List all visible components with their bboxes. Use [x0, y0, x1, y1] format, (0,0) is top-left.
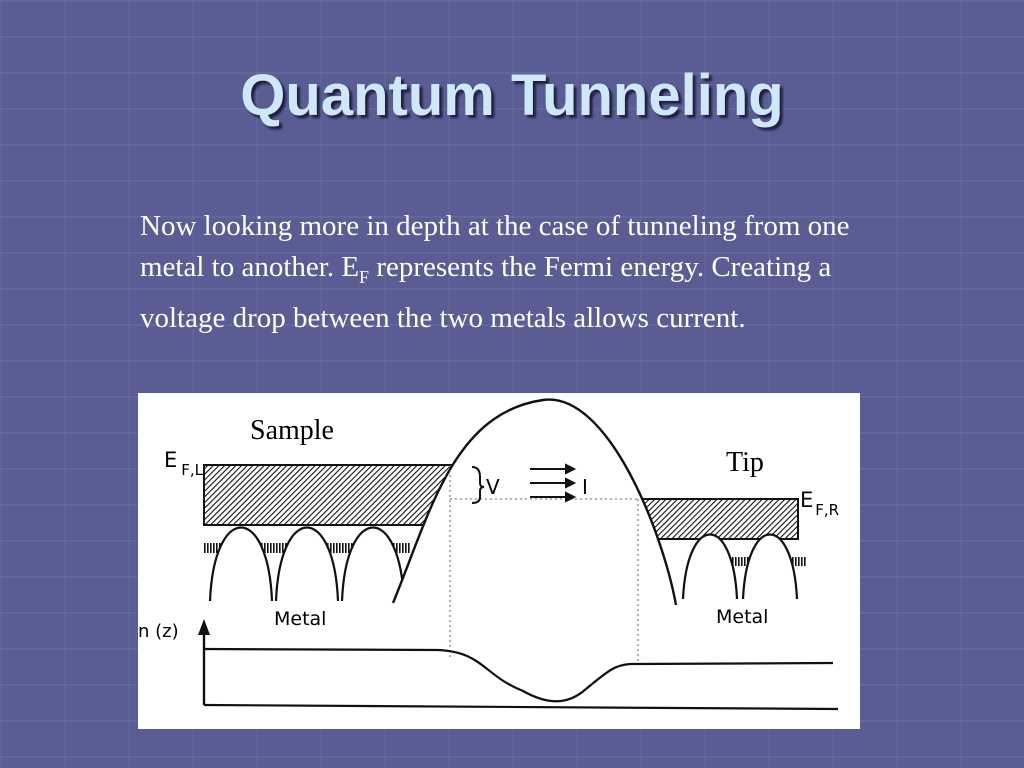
- voltage-brace: [471, 466, 485, 504]
- potential-well: [208, 526, 274, 602]
- metal-left-label: Metal: [274, 608, 326, 630]
- potential-well: [274, 526, 340, 602]
- tip-label: Tip: [726, 447, 764, 478]
- density-baseline: [203, 703, 839, 711]
- current-arrows: [530, 463, 577, 503]
- potential-well: [741, 533, 799, 600]
- metal-right-label: Metal: [716, 606, 768, 628]
- right-fermi-band: [636, 498, 799, 540]
- voltage-label: V: [486, 475, 500, 499]
- slide-title: Quantum Tunneling: [240, 63, 784, 128]
- tunneling-barrier: [391, 398, 678, 606]
- left-fermi-band: [203, 464, 455, 526]
- potential-well: [340, 526, 406, 602]
- body-text-part-2: represents the Fermi energy. Creating a …: [140, 251, 832, 334]
- density-axis-label: n (z): [138, 621, 179, 642]
- density-axis-arrow-icon: [198, 619, 210, 635]
- current-label: I: [582, 475, 588, 499]
- density-curve: [203, 647, 834, 703]
- sample-label: Sample: [250, 415, 334, 446]
- body-text-part-1: Now looking more in depth at the case of…: [140, 210, 850, 283]
- slide-body-text: Now looking more in depth at the case of…: [140, 206, 860, 339]
- fermi-subscript: F: [359, 266, 370, 287]
- potential-well: [681, 533, 739, 600]
